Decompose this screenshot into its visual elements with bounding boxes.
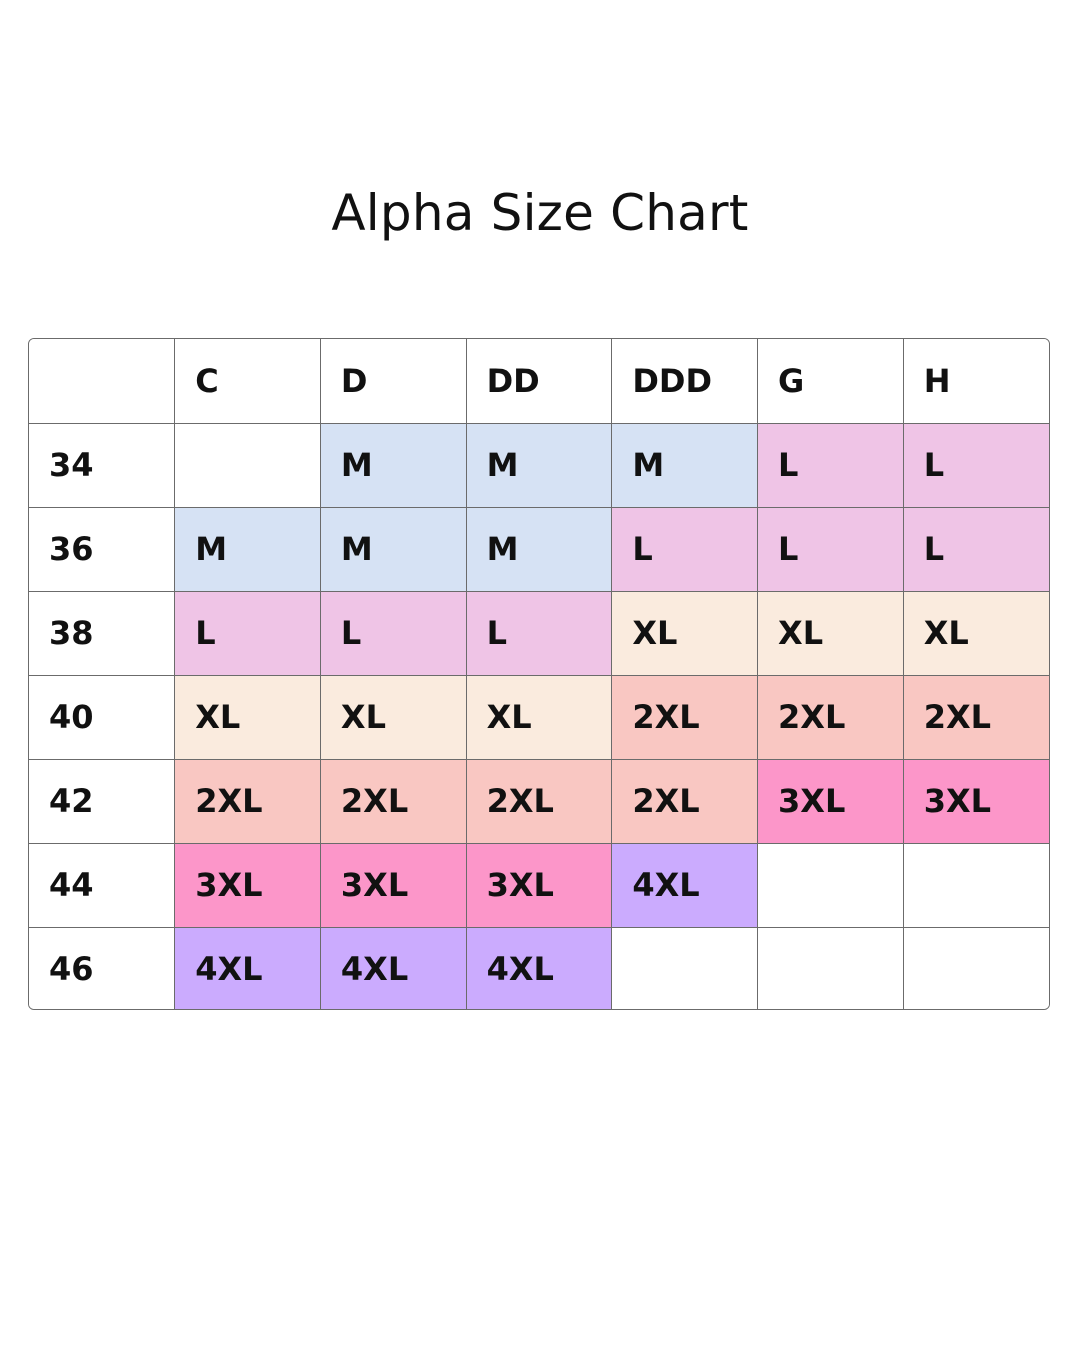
size-cell: XL [611,590,759,676]
size-cell: 4XL [611,842,759,928]
size-cell: 2XL [902,674,1049,760]
size-cell: L [465,590,613,676]
corner-cell [29,339,176,424]
band-label: 38 [29,590,176,676]
empty-cell [902,842,1049,928]
size-cell: 4XL [174,926,321,1009]
size-cell: 3XL [757,758,904,844]
cup-header-h: H [902,339,1049,424]
empty-cell [757,842,904,928]
size-cell: L [174,590,321,676]
size-cell: 3XL [174,842,321,928]
cup-header-g: G [757,339,904,424]
band-label: 40 [29,674,176,760]
size-cell: L [319,590,467,676]
size-cell: 3XL [319,842,467,928]
size-cell: L [611,506,759,592]
size-cell: 2XL [757,674,904,760]
size-cell: L [757,422,904,508]
size-cell: L [757,506,904,592]
cup-header-d: D [319,339,467,424]
size-cell: 2XL [174,758,321,844]
size-cell: M [465,506,613,592]
size-cell: M [174,506,321,592]
size-cell: 2XL [465,758,613,844]
empty-cell [611,926,759,1009]
cup-header-dd: DD [465,339,613,424]
cup-header-c: C [174,339,321,424]
size-cell: M [611,422,759,508]
size-cell: 4XL [319,926,467,1009]
band-label: 34 [29,422,176,508]
empty-cell [174,422,321,508]
empty-cell [757,926,904,1009]
size-cell: XL [465,674,613,760]
size-cell: L [902,422,1049,508]
chart-title: Alpha Size Chart [331,184,749,242]
size-cell: 2XL [319,758,467,844]
band-label: 44 [29,842,176,928]
empty-cell [902,926,1049,1009]
size-cell: 2XL [611,758,759,844]
size-cell: XL [757,590,904,676]
band-label: 42 [29,758,176,844]
band-label: 36 [29,506,176,592]
band-label: 46 [29,926,176,1009]
size-cell: M [319,422,467,508]
size-cell: 3XL [465,842,613,928]
size-cell: 3XL [902,758,1049,844]
size-cell: XL [902,590,1049,676]
size-cell: M [465,422,613,508]
size-cell: 4XL [465,926,613,1009]
size-cell: 2XL [611,674,759,760]
size-cell: M [319,506,467,592]
size-cell: XL [174,674,321,760]
size-cell: L [902,506,1049,592]
size-cell: XL [319,674,467,760]
cup-header-ddd: DDD [611,339,759,424]
